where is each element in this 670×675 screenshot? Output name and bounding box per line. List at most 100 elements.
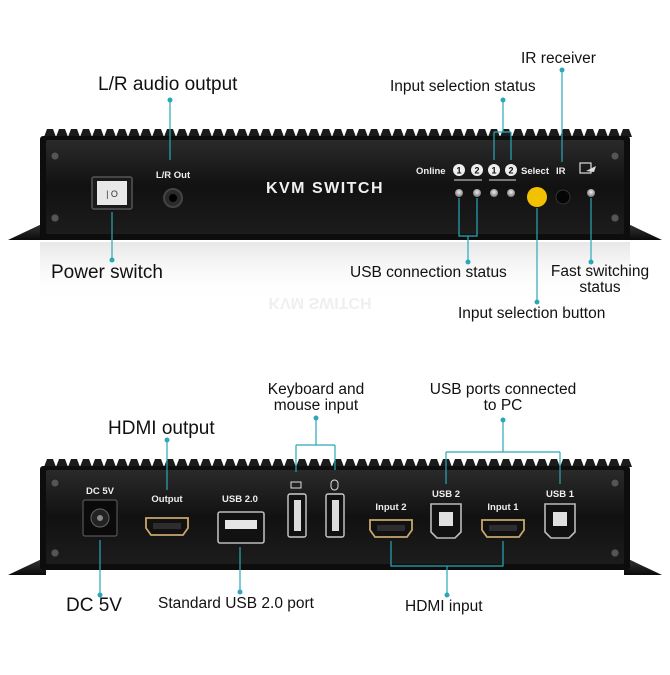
front-title: KVM SWITCH: [266, 180, 384, 197]
mouse-usb-port[interactable]: [325, 493, 345, 538]
heat-fin: [392, 459, 404, 467]
heat-fin: [452, 459, 464, 467]
status-leds: [455, 189, 595, 197]
lr-out-label: L/R Out: [156, 170, 191, 181]
hdmi-output-port[interactable]: [145, 517, 189, 536]
port-number-badges: 1 2 1 2: [453, 164, 517, 176]
power-switch-glyph: | O: [106, 189, 118, 199]
callout-power-switch: Power switch: [51, 262, 163, 283]
front-right-bracket: [624, 222, 662, 240]
heat-fin: [572, 459, 584, 467]
back-right-bracket: [624, 557, 662, 575]
hdmi-input1-port[interactable]: [481, 519, 525, 538]
heat-fin: [500, 459, 512, 467]
heat-fin: [368, 129, 380, 137]
heat-fin: [164, 459, 176, 467]
heat-fin: [212, 129, 224, 137]
heat-fin: [620, 129, 632, 137]
heat-fin: [428, 129, 440, 137]
usb-status-led: [455, 189, 463, 197]
ir-label: IR: [556, 166, 566, 177]
callout-input-selection-button: Input selection button: [458, 305, 606, 322]
heat-fin: [560, 459, 572, 467]
heat-fin: [500, 129, 512, 137]
heat-fin: [128, 459, 140, 467]
heat-fin: [260, 129, 272, 137]
heat-fin: [320, 459, 332, 467]
heat-fin: [44, 459, 56, 467]
heat-fin: [488, 459, 500, 467]
keyboard-usb-port[interactable]: [287, 493, 307, 538]
dc-power-jack[interactable]: [82, 499, 118, 537]
heat-fin: [524, 129, 536, 137]
front-unit: KVM SWITCH | O L/R Out KVM SWITCH Online…: [8, 129, 662, 311]
heat-fin: [344, 459, 356, 467]
input-select-button[interactable]: [527, 187, 547, 207]
heat-fin: [248, 459, 260, 467]
heat-fin: [404, 459, 416, 467]
usb20-label: USB 2.0: [222, 494, 258, 505]
heat-fin: [152, 459, 164, 467]
input2-label: Input 2: [375, 502, 406, 513]
callout-lr-audio: L/R audio output: [98, 74, 238, 95]
heat-fin: [284, 129, 296, 137]
heat-fin: [344, 129, 356, 137]
usb1-label: USB 1: [546, 489, 575, 500]
heat-fin: [116, 459, 128, 467]
heat-fin: [236, 459, 248, 467]
input-status-led: [507, 189, 515, 197]
heat-fin: [140, 459, 152, 467]
back-unit: DC 5V Output USB 2.0: [8, 459, 662, 575]
heat-fin: [416, 129, 428, 137]
ir-receiver-window: [555, 189, 571, 205]
heat-fin: [572, 129, 584, 137]
heat-fin: [368, 459, 380, 467]
heat-fin: [392, 129, 404, 137]
front-heat-fins: [44, 129, 632, 137]
mouse-icon: [330, 479, 339, 491]
heat-fin: [584, 129, 596, 137]
heat-fin: [80, 459, 92, 467]
heat-fin: [464, 459, 476, 467]
power-switch[interactable]: | O: [91, 176, 133, 210]
heat-fin: [92, 129, 104, 137]
heat-fin: [404, 129, 416, 137]
back-heat-fins: [44, 459, 632, 467]
usb2-pc-port[interactable]: [430, 503, 462, 539]
heat-fin: [272, 129, 284, 137]
port-number: 1: [491, 166, 496, 176]
callout-hdmi-output: HDMI output: [108, 418, 215, 439]
heat-fin: [380, 459, 392, 467]
heat-fin: [188, 459, 200, 467]
callout-input-selection-status: Input selection status: [390, 78, 536, 95]
heat-fin: [308, 459, 320, 467]
callout-keyboard-mouse-line1: Keyboard and: [267, 381, 365, 398]
heat-fin: [104, 129, 116, 137]
keyboard-icon: [290, 481, 302, 489]
heat-fin: [296, 459, 308, 467]
usb1-pc-port[interactable]: [544, 503, 576, 539]
heat-fin: [332, 129, 344, 137]
callout-fast-switching-line1: Fast switching: [550, 263, 650, 280]
heat-fin: [224, 129, 236, 137]
heat-fin: [416, 459, 428, 467]
heat-fin: [296, 129, 308, 137]
heat-fin: [224, 459, 236, 467]
callout-fast-switching-line2: status: [579, 279, 621, 297]
port-number: 1: [456, 166, 461, 176]
heat-fin: [380, 129, 392, 137]
heat-fin: [548, 129, 560, 137]
front-title-reflection: KVM SWITCH: [268, 294, 371, 311]
hdmi-input2-port[interactable]: [369, 519, 413, 538]
input-status-led: [490, 189, 498, 197]
callout-keyboard-mouse-line2: mouse input: [273, 397, 359, 415]
heat-fin: [428, 459, 440, 467]
heat-fin: [524, 459, 536, 467]
heat-fin: [56, 129, 68, 137]
heat-fin: [560, 129, 572, 137]
fast-switch-led: [587, 189, 595, 197]
heat-fin: [320, 129, 332, 137]
callout-usb-connection-status: USB connection status: [350, 264, 507, 281]
heat-fin: [356, 129, 368, 137]
usb20-port[interactable]: [217, 511, 265, 544]
